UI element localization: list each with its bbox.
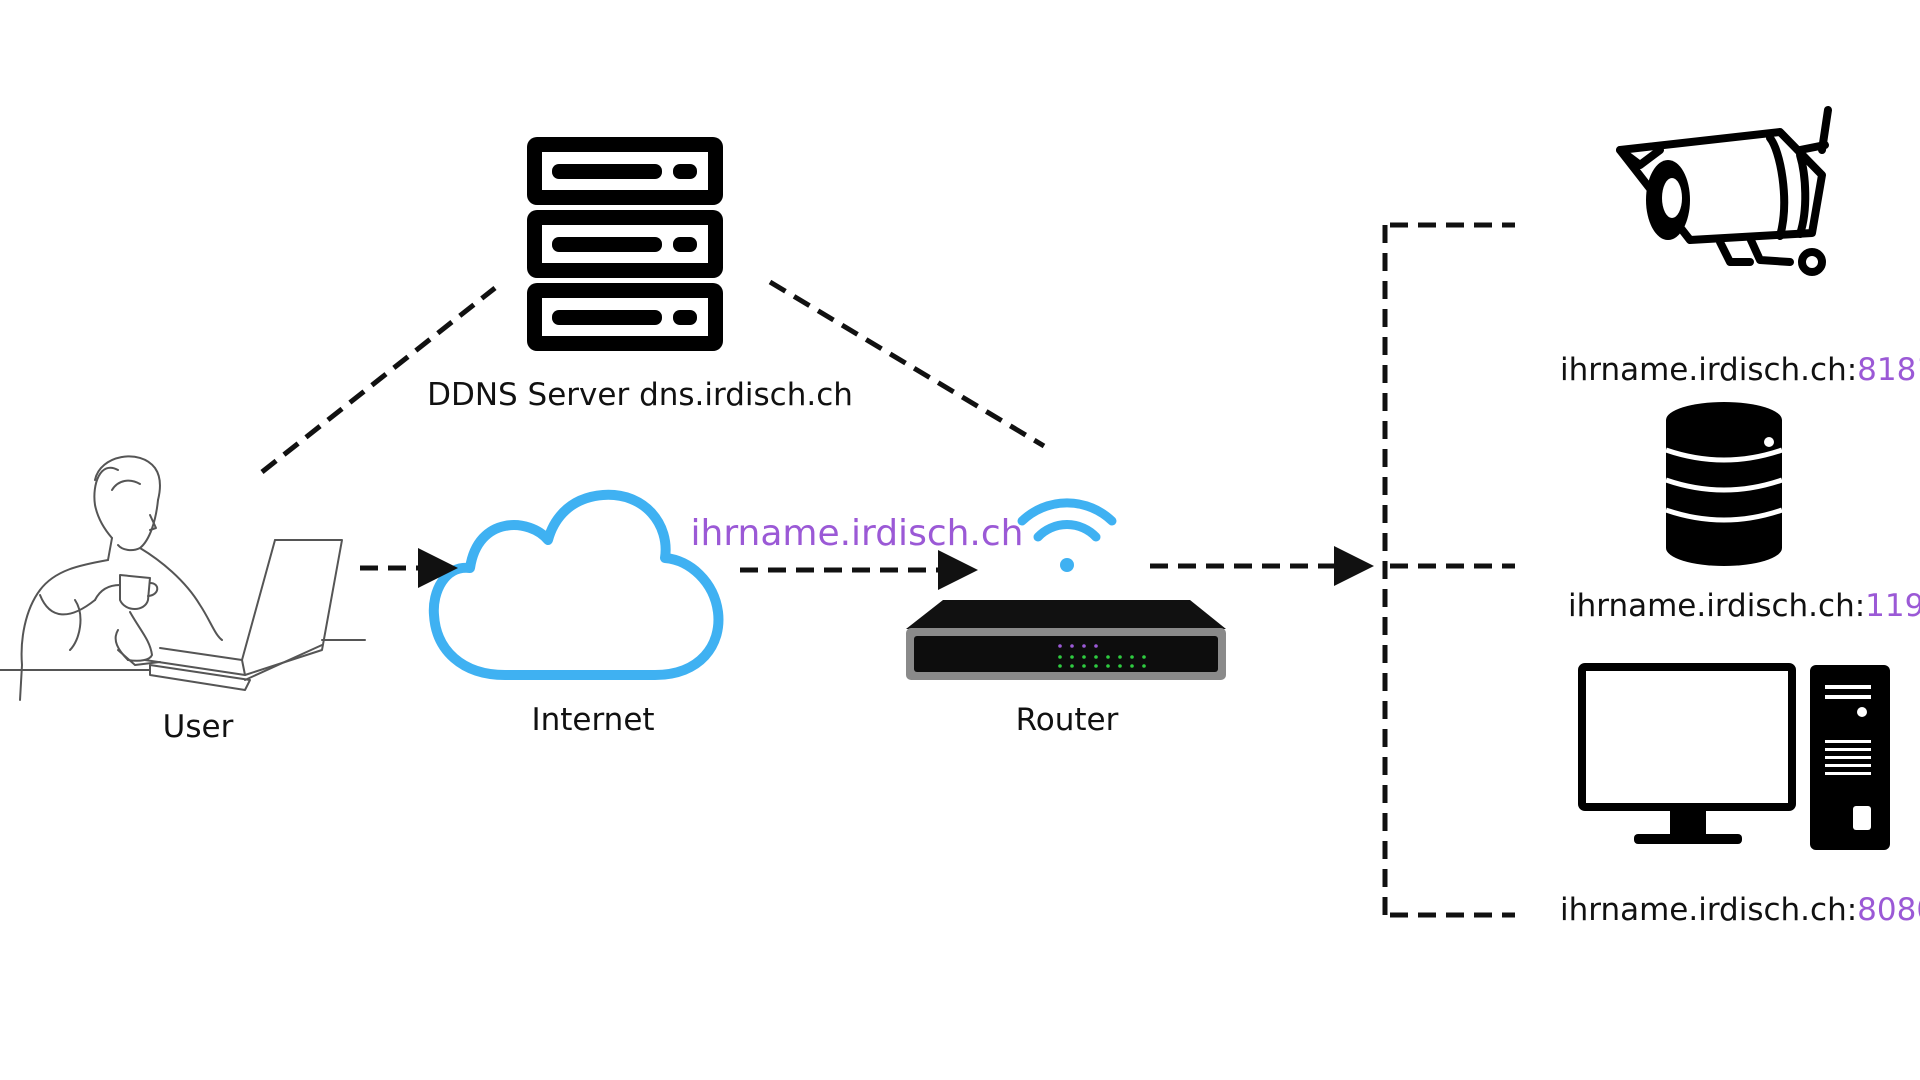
device-2-host: ihrname.irdisch.ch: xyxy=(1560,892,1857,928)
router-label: Router xyxy=(1016,702,1119,738)
internet-label: Internet xyxy=(531,702,654,738)
desktop-computer-icon xyxy=(1578,663,1890,850)
device-0-port: 8181 xyxy=(1857,352,1920,388)
security-camera-icon xyxy=(1616,106,1832,276)
wifi-icon xyxy=(1017,498,1117,572)
device-0-address: ihrname.irdisch.ch:8181 xyxy=(1560,352,1920,388)
device-1-port: 1194 xyxy=(1865,588,1920,624)
user-laptop-illustration xyxy=(0,455,366,701)
router-icon xyxy=(906,600,1226,680)
device-1-address: ihrname.irdisch.ch:1194 xyxy=(1568,588,1920,624)
device-1-host: ihrname.irdisch.ch: xyxy=(1568,588,1865,624)
user-label: User xyxy=(163,709,234,745)
device-2-port: 8080 xyxy=(1857,892,1920,928)
connector-user-ddns xyxy=(260,286,497,474)
ddns-server-label: DDNS Server dns.irdisch.ch xyxy=(427,377,853,413)
domain-label: ihrname.irdisch.ch xyxy=(691,513,1024,554)
device-0-host: ihrname.irdisch.ch: xyxy=(1560,352,1857,388)
server-rack-icon xyxy=(527,137,723,351)
connector-ddns-router xyxy=(768,279,1046,449)
database-icon xyxy=(1665,402,1783,566)
cloud-icon xyxy=(428,489,724,680)
device-2-address: ihrname.irdisch.ch:8080 xyxy=(1560,892,1920,928)
